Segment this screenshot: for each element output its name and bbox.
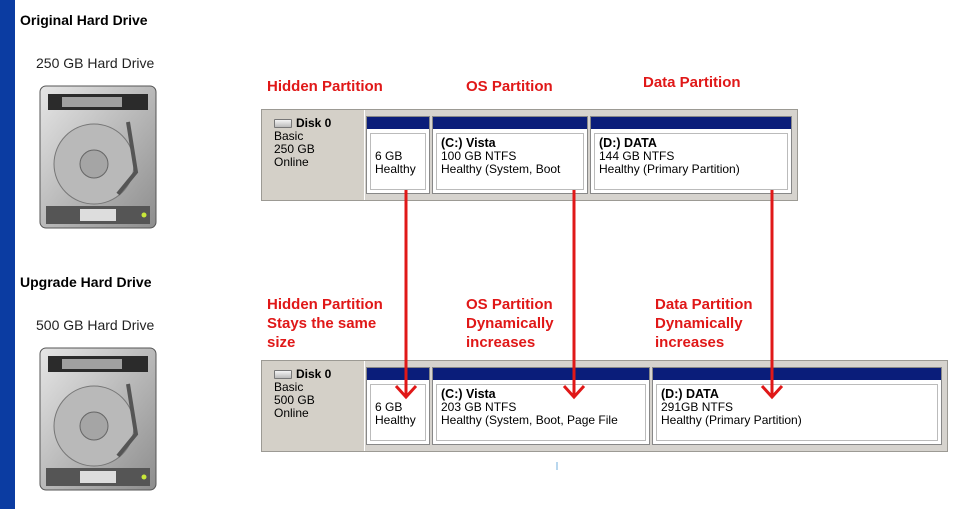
partition-bar [433, 368, 649, 380]
data-arrow [760, 190, 784, 400]
partition-status: Healthy [375, 413, 416, 427]
hard-drive-icon [39, 347, 157, 491]
original-drive-label: 250 GB Hard Drive [36, 55, 155, 71]
disk-status: Online [274, 155, 309, 169]
partition-size: 291GB [661, 400, 699, 414]
disk-type: Basic [274, 380, 304, 394]
partition-hidden[interactable]: 6 GB Healthy [366, 367, 430, 445]
partition-bar [433, 117, 587, 129]
original-drive-title: Original Hard Drive [20, 12, 148, 28]
disk-type: Basic [274, 129, 304, 143]
partition-fs: NTFS [643, 149, 675, 163]
partition-size: 100 GB [441, 149, 482, 163]
disk-info: Disk 0 Basic 250 GB Online [262, 110, 365, 200]
partition-data[interactable]: (D:) DATA 144 GB NTFS Healthy (Primary P… [590, 116, 792, 194]
partition-fs: NTFS [701, 400, 734, 414]
stray-mark [556, 462, 558, 470]
partition-name: (D:) DATA [661, 387, 719, 401]
partition-name: (C:) Vista [441, 136, 496, 150]
disk-size: 500 GB [274, 393, 315, 407]
upgrade-drive-title: Upgrade Hard Drive [20, 274, 152, 290]
partition-status: Healthy (System, Boot [441, 162, 561, 176]
disk-icon [274, 119, 292, 128]
partition-bar [653, 368, 941, 380]
partition-name: (D:) DATA [599, 136, 657, 150]
partition-status: Healthy [375, 162, 416, 176]
upgrade-drive-label: 500 GB Hard Drive [36, 317, 155, 333]
partition-status: Healthy (Primary Partition) [661, 413, 802, 427]
os-arrow [562, 190, 586, 400]
partition-hidden[interactable]: 6 GB Healthy [366, 116, 430, 194]
upgrade-disk-row: Disk 0 Basic 500 GB Online 6 GB Healthy … [261, 360, 948, 452]
disk-name: Disk 0 [274, 368, 364, 381]
original-data-partition-label: Data Partition [643, 74, 741, 91]
partition-size: 203 GB [441, 400, 482, 414]
upgrade-hidden-partition-label: Hidden Partition Stays the same size [267, 296, 383, 351]
partition-size: 144 GB [599, 149, 640, 163]
disk-info: Disk 0 Basic 500 GB Online [262, 361, 365, 451]
partition-fs: NTFS [485, 400, 517, 414]
partition-bar [591, 117, 791, 129]
disk-icon [274, 370, 292, 379]
partition-name: (C:) Vista [441, 387, 496, 401]
partition-bar [367, 368, 429, 380]
partition-status: Healthy (System, Boot, Page File [441, 413, 618, 427]
partition-os[interactable]: (C:) Vista 203 GB NTFS Healthy (System, … [432, 367, 650, 445]
disk-status: Online [274, 406, 309, 420]
disk-name: Disk 0 [274, 117, 364, 130]
partition-os[interactable]: (C:) Vista 100 GB NTFS Healthy (System, … [432, 116, 588, 194]
partition-fs: NTFS [485, 149, 517, 163]
partition-size: 6 GB [375, 400, 403, 414]
disk-size: 250 GB [274, 142, 315, 156]
hidden-arrow [394, 190, 418, 400]
partition-data[interactable]: (D:) DATA 291GB NTFS Healthy (Primary Pa… [652, 367, 942, 445]
partition-status: Healthy (Primary Partition) [599, 162, 740, 176]
upgrade-os-partition-label: OS Partition Dynamically increases [466, 296, 554, 351]
original-disk-row: Disk 0 Basic 250 GB Online 6 GB Healthy … [261, 109, 798, 201]
partition-size: 6 GB [375, 149, 403, 163]
partition-bar [367, 117, 429, 129]
original-hidden-partition-label: Hidden Partition [267, 78, 383, 95]
hard-drive-icon [39, 85, 157, 229]
upgrade-data-partition-label: Data Partition Dynamically increases [655, 296, 753, 351]
original-os-partition-label: OS Partition [466, 78, 553, 95]
